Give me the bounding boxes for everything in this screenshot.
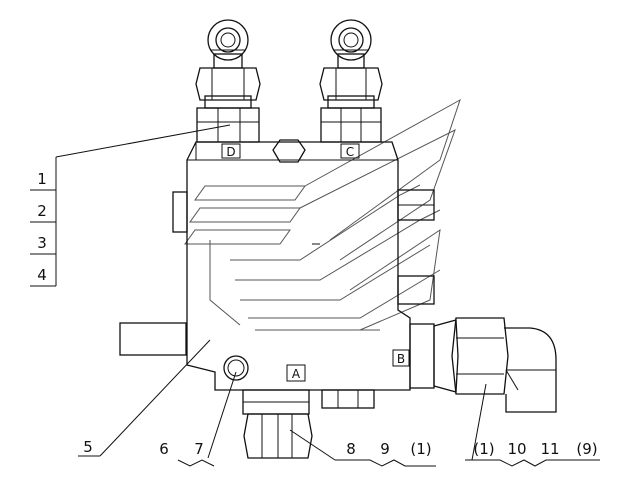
port-label-a: A (292, 367, 301, 381)
round-plug (223, 355, 249, 381)
callout-5: 5 (83, 438, 93, 456)
callout-8: 8 (346, 440, 356, 458)
fitting-port-b (409, 317, 557, 413)
callout-10: 10 (507, 440, 526, 458)
callout-1: 1 (37, 170, 47, 188)
port-label-d: D (226, 145, 235, 159)
bottom-small-fitting (321, 389, 375, 409)
valve-body (186, 141, 411, 391)
callout-7: 7 (194, 440, 204, 458)
fitting-port-d (195, 19, 261, 143)
fitting-port-a (242, 389, 313, 459)
port-label-b: B (397, 352, 405, 366)
right-boss-lower (397, 275, 435, 305)
left-pipe-stub (119, 322, 187, 356)
callout-9: 9 (380, 440, 390, 458)
callout-2: 2 (37, 202, 47, 220)
fitting-port-c (319, 19, 383, 143)
callout-4: 4 (37, 266, 47, 284)
left-boss (172, 191, 188, 233)
callout-1c: (1) (473, 440, 494, 458)
callout-9b: (9) (576, 440, 597, 458)
top-plug (272, 139, 306, 163)
callout-3: 3 (37, 234, 47, 252)
callout-1b: (1) (410, 440, 431, 458)
callout-11: 11 (540, 440, 559, 458)
callout-6: 6 (159, 440, 169, 458)
port-label-c: C (346, 145, 354, 159)
watermark-logo (184, 98, 461, 331)
